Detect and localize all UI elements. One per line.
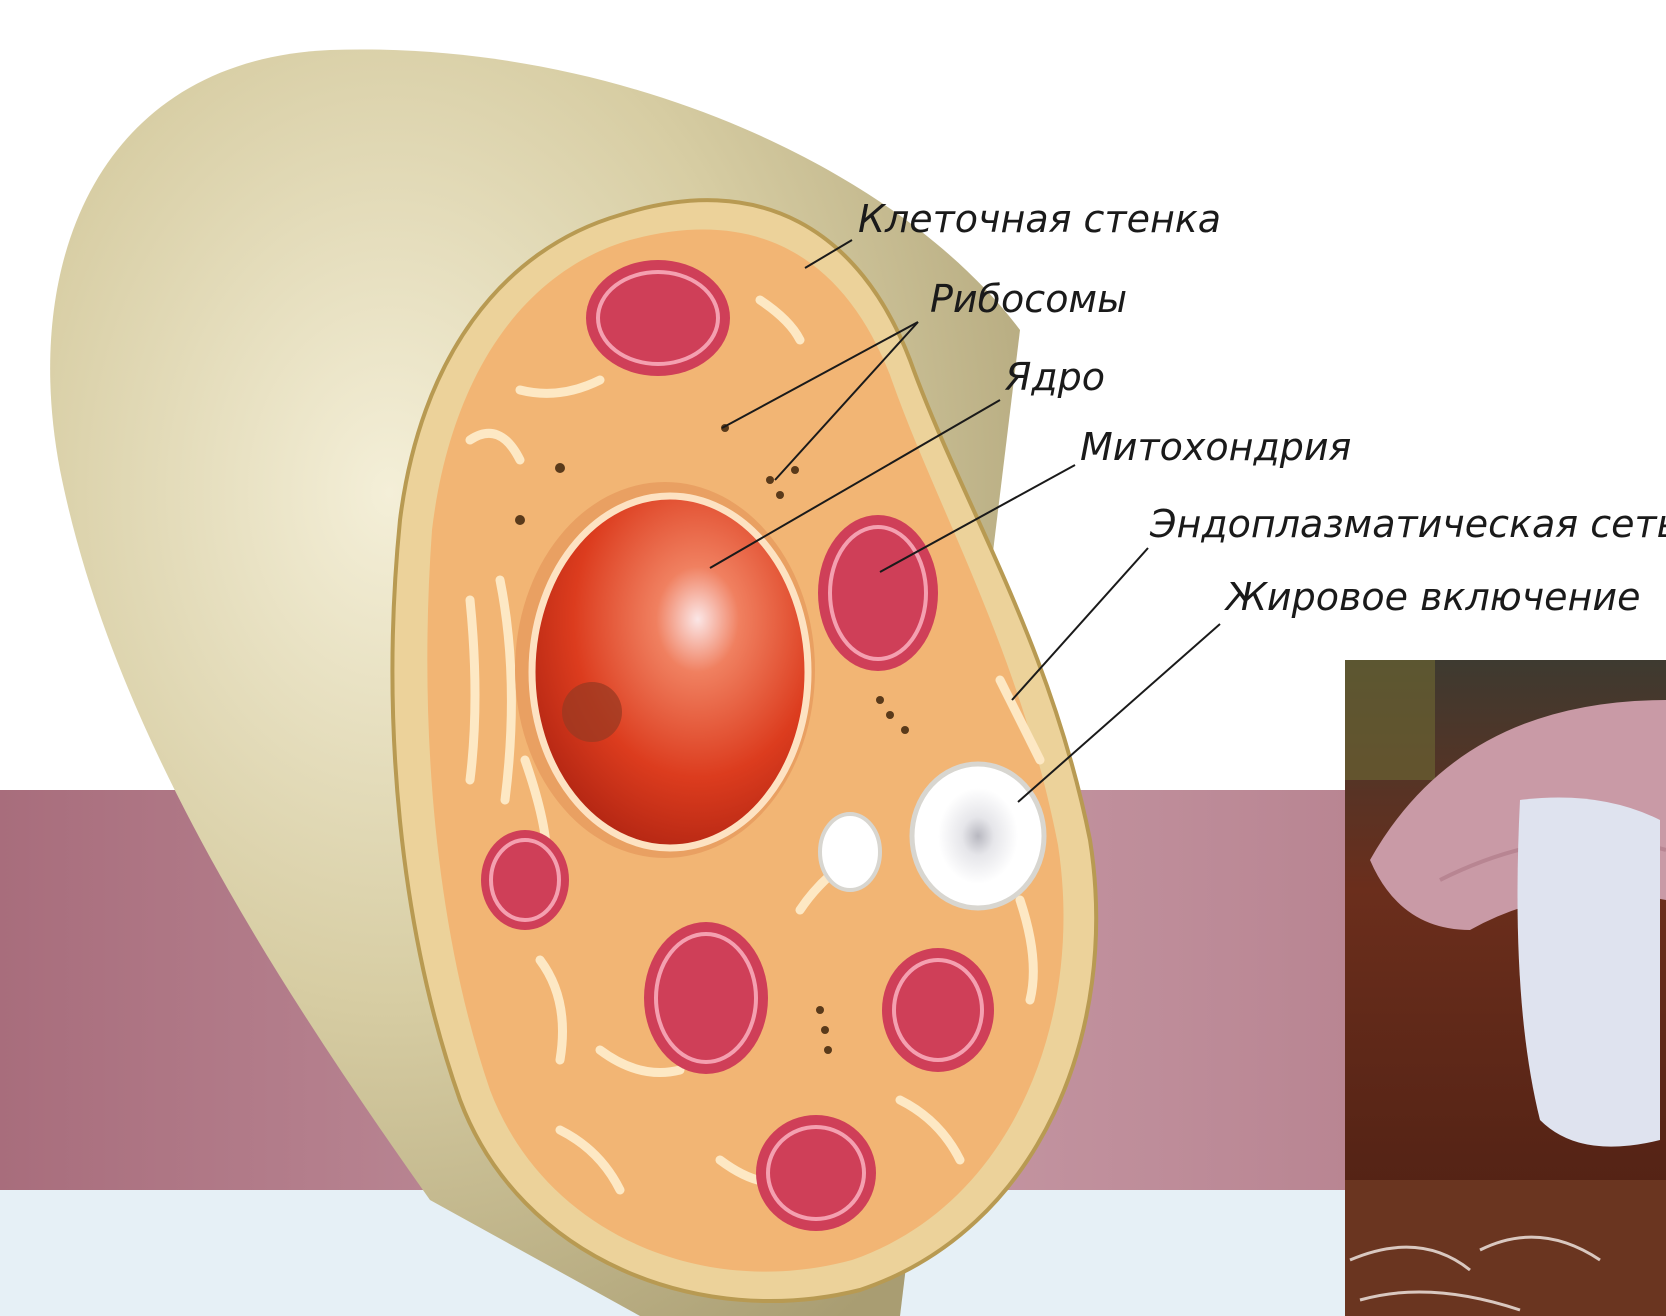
nucleolus (562, 682, 622, 742)
label-ribosomes: Рибосомы (930, 280, 1127, 318)
nucleus (515, 482, 815, 858)
mitochondrion (644, 922, 768, 1074)
fat-inclusion (912, 764, 1044, 908)
small-vacuole (820, 814, 880, 890)
label-nucleus: Ядро (1005, 358, 1105, 396)
label-endoplasmic-reticulum: Эндоплазматическая сеть (1150, 505, 1666, 543)
label-cell-wall: Клеточная стенка (858, 200, 1221, 238)
mitochondrion (481, 830, 569, 930)
label-mitochondrion: Митохондрия (1080, 428, 1351, 466)
mitochondrion (586, 260, 730, 376)
mitochondrion (882, 948, 994, 1072)
mushroom-photo (1345, 660, 1666, 1316)
leader-line-er (1012, 548, 1148, 700)
mushroom-stem (1518, 798, 1661, 1147)
mitochondrion (756, 1115, 876, 1231)
mitochondrion (818, 515, 938, 671)
label-fat-inclusion: Жировое включение (1226, 578, 1640, 616)
